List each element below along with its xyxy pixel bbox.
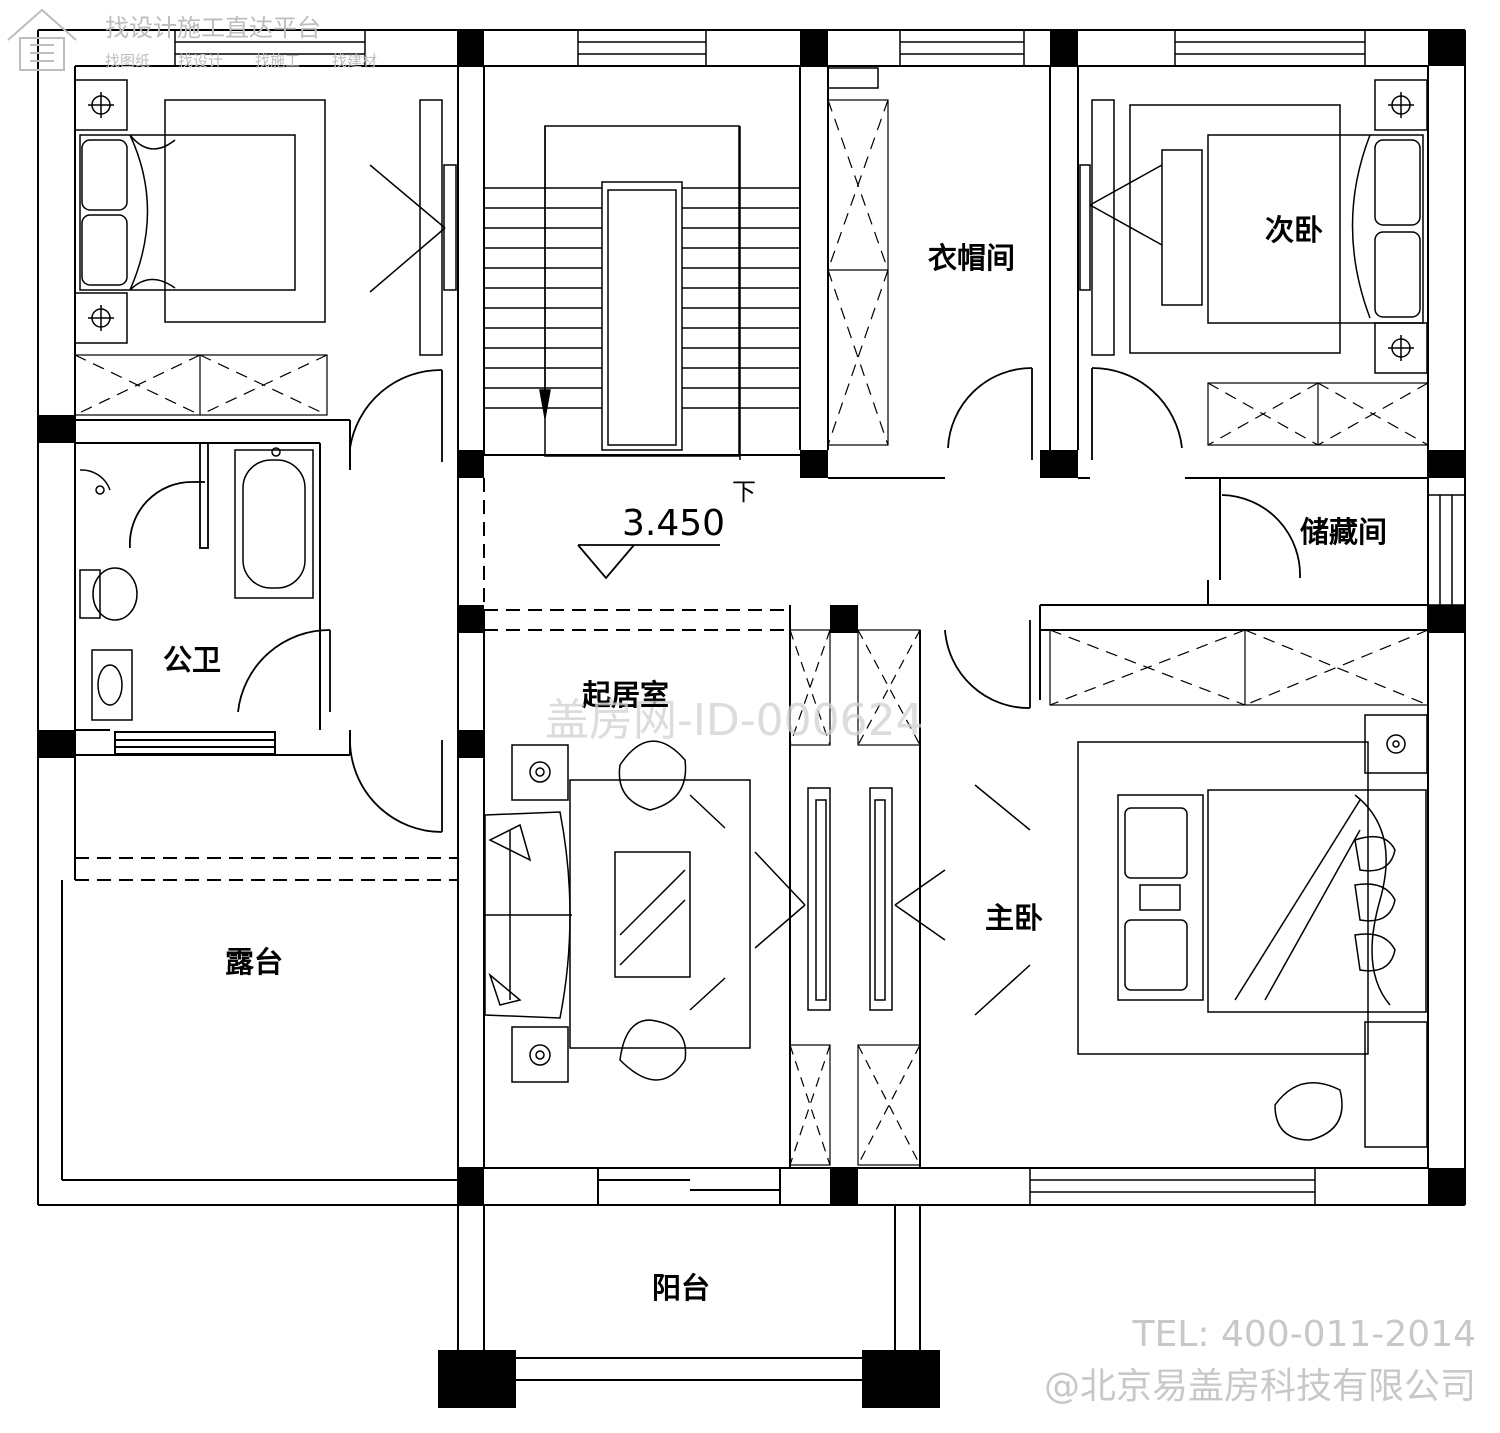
room-label-terrace: 露台	[225, 945, 283, 979]
cloak-hook	[827, 67, 879, 89]
staircase	[484, 125, 800, 460]
top-windows	[174, 29, 1466, 1206]
room-label-master-bedroom: 主卧	[985, 901, 1043, 935]
footer-company: @北京易盖房科技有限公司	[1044, 1366, 1476, 1407]
room-label-balcony: 阳台	[652, 1271, 710, 1305]
nightstand-lamp-icon	[74, 79, 1428, 374]
room-label-cloakroom: 衣帽间	[928, 241, 1015, 275]
sink-icon	[79, 469, 133, 721]
room-label-public-bath: 公卫	[163, 643, 221, 677]
footer-tel: TEL: 400-011-2014	[1132, 1314, 1476, 1355]
master-bed	[894, 741, 1427, 1055]
header-menu-item-construction[interactable]: 找施工	[255, 52, 300, 70]
room-label-second-bedroom: 次卧	[1265, 213, 1323, 247]
header-logo	[7, 8, 77, 71]
watermark-text: 盖房网-ID-000624	[545, 695, 924, 746]
room-label-sitting-room: 起居室	[582, 678, 669, 712]
header-menu-item-drawings[interactable]: 找图纸	[105, 52, 150, 70]
header-menu-item-design[interactable]: 找设计	[178, 52, 223, 70]
toilet-icon	[79, 567, 138, 621]
coffee-table	[569, 779, 806, 1049]
armchair-icon	[511, 740, 687, 1083]
bathtub	[234, 447, 314, 599]
elevation-marker	[577, 544, 720, 580]
header-slogan: 找设计施工直达平台	[105, 14, 321, 42]
room-label-storage: 储藏间	[1300, 515, 1387, 549]
master-sofa	[1117, 794, 1204, 1001]
columns	[38, 30, 1465, 1408]
wardrobes	[74, 99, 1429, 1166]
stair-direction-label: 下	[732, 478, 756, 506]
second-bed	[1089, 104, 1424, 354]
interior-walls	[37, 66, 1428, 1381]
dresser	[1274, 714, 1428, 1148]
elevation-value: 3.450	[622, 503, 725, 544]
header-menu-item-materials[interactable]: 找建材	[332, 52, 377, 70]
left-bed	[79, 99, 446, 323]
doors	[129, 367, 1301, 833]
